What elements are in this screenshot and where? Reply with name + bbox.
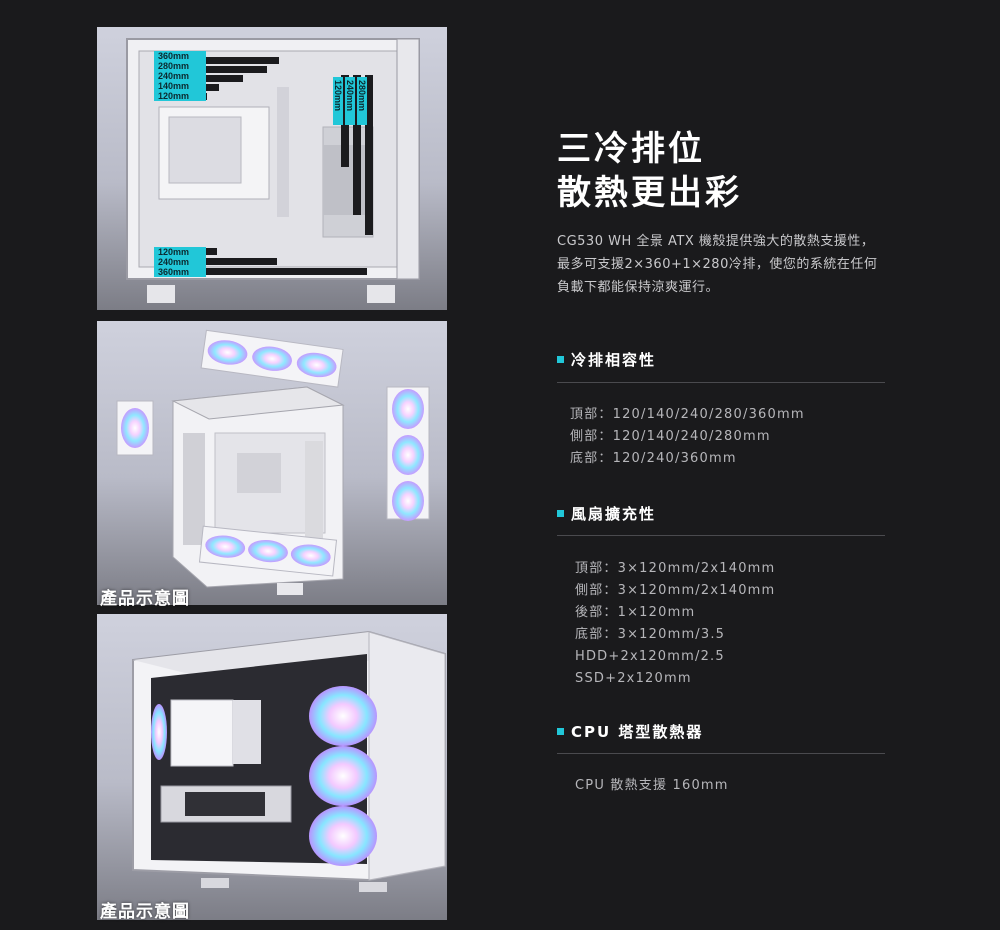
top-label-1: 280mm [158,61,189,71]
section-title-cpu: CPU 塔型散熱器 [571,723,704,741]
product-illustration-caption-2: 產品示意圖 [100,902,190,922]
spec-line: 底部：120/240/360mm [570,451,737,466]
assembled-case-image [97,614,447,920]
fan-spec-list: 頂部：3×120mm/2x140mm 側部：3×120mm/2x140mm 後部… [575,558,775,690]
top-radiator-labels: 360mm 280mm 240mm 140mm 120mm [154,51,206,101]
spec-line: 頂部：120/140/240/280/360mm [570,407,805,422]
section-divider [557,535,885,536]
spec-line: 底部：3×120mm/3.5 [575,627,726,642]
side-label-1: 240mm [345,80,355,111]
section-title-radiator: 冷排相容性 [571,351,657,369]
feature-description: CG530 WH 全景 ATX 機殼提供強大的散熱支援性，最多可支援2×360+… [557,234,878,295]
section-divider [557,382,885,383]
side-label-0: 120mm [333,80,343,111]
cpu-spec-list: CPU 散熱支援 160mm [575,775,729,797]
side-radiator-labels: 120mm 240mm 280mm [333,77,367,125]
bottom-label-2: 360mm [158,267,189,277]
section-title-fan: 風扇擴充性 [571,505,657,523]
radiator-diagram-image: 360mm 280mm 240mm 140mm 120mm 120mm 240m… [97,27,447,310]
top-label-4: 120mm [158,91,189,101]
spec-line: 側部：120/140/240/280mm [570,429,771,444]
title-line-2: 散熱更出彩 [557,173,742,213]
top-label-0: 360mm [158,51,189,61]
bullet-square-icon [557,728,564,735]
radiator-spec-list: 頂部：120/140/240/280/360mm 側部：120/140/240/… [570,404,805,470]
bullet-square-icon [557,356,564,363]
section-header-cpu: CPU 塔型散熱器 [557,721,703,742]
bottom-radiator-labels: 120mm 240mm 360mm [154,247,206,277]
section-header-fan: 風扇擴充性 [557,503,656,524]
top-label-2: 240mm [158,71,189,81]
page-title: 三冷排位 散熱更出彩 [557,127,742,215]
spec-line: HDD+2x120mm/2.5 [575,649,725,664]
product-illustration-caption: 產品示意圖 [100,589,190,609]
exploded-fan-image [97,321,447,605]
spec-line: SSD+2x120mm [575,671,692,686]
spec-line: 側部：3×120mm/2x140mm [575,583,776,598]
section-header-radiator: 冷排相容性 [557,349,656,370]
bullet-square-icon [557,510,564,517]
section-divider [557,753,885,754]
spec-line: 後部：1×120mm [575,605,696,620]
spec-line: 頂部：3×120mm/2x140mm [575,561,776,576]
bottom-label-1: 240mm [158,257,189,267]
title-line-1: 三冷排位 [557,129,705,169]
bottom-label-0: 120mm [158,247,189,257]
side-label-2: 280mm [357,80,367,111]
top-label-3: 140mm [158,81,189,91]
spec-line: CPU 散熱支援 160mm [575,778,729,793]
